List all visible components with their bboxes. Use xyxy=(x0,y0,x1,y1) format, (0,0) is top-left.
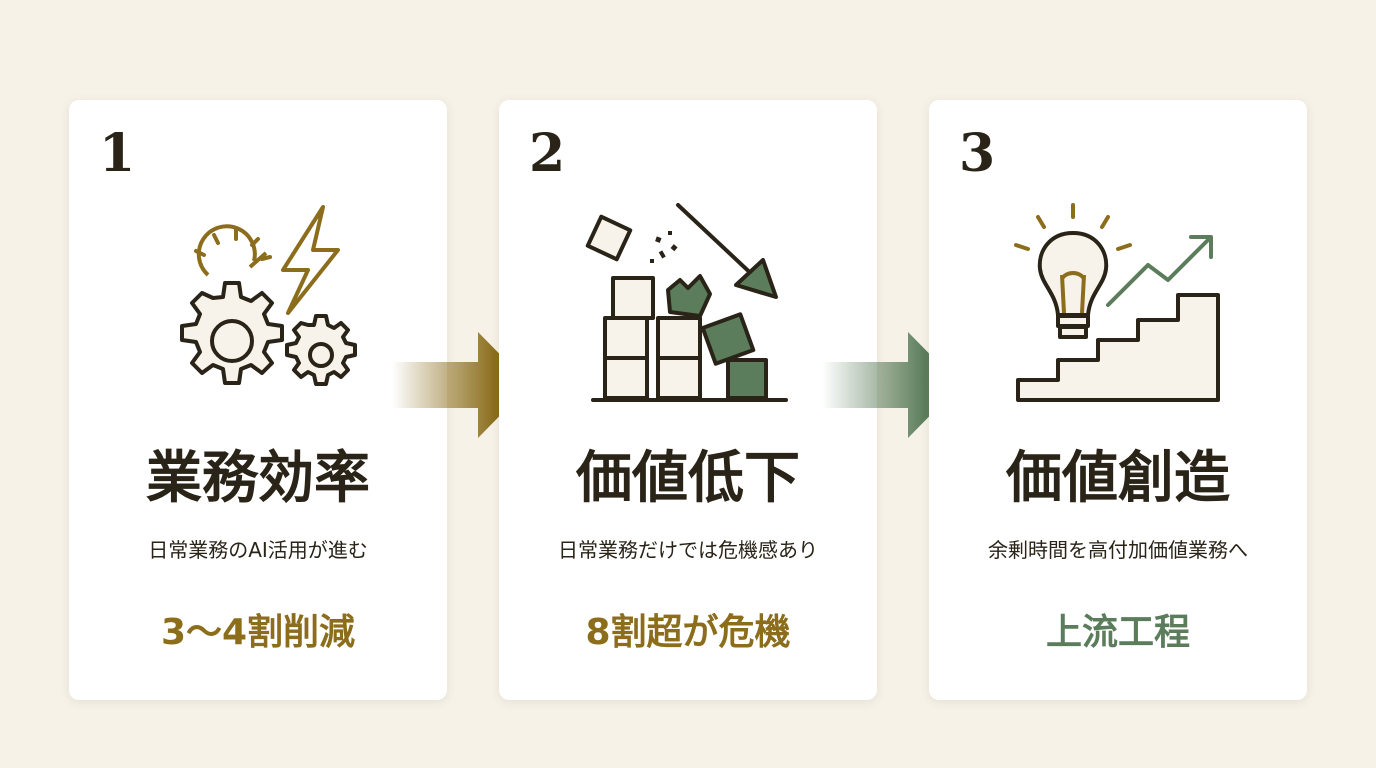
step-subtitle: 日常業務だけでは危機感あり xyxy=(558,538,818,562)
flow-arrow-icon xyxy=(822,332,960,438)
step-number: 3 xyxy=(959,123,996,184)
gears-lightning-icon xyxy=(180,205,357,386)
step-card-3: 3 価値創造 余剰時間を高付加価値業務へ 上流工程 xyxy=(929,100,1307,700)
step-number: 2 xyxy=(529,123,566,184)
step-number: 1 xyxy=(99,123,136,184)
step-subtitle: 余剰時間を高付加価値業務へ xyxy=(988,538,1248,562)
step-card-1: 1 業務効率 日常業務のAI活用が進む 3〜4割削減 xyxy=(69,100,447,700)
step-title: 価値低下 xyxy=(576,445,800,511)
step-card-2: 2 価値低下 日常業務だけでは危機感あり 8割超が危機 xyxy=(499,100,877,700)
flow-arrow-icon xyxy=(392,332,530,438)
step-highlight: 上流工程 xyxy=(1045,612,1190,653)
lightbulb-stairs-icon xyxy=(1014,203,1220,402)
falling-blocks-icon xyxy=(585,203,788,402)
step-highlight: 8割超が危機 xyxy=(585,612,791,653)
step-title: 業務効率 xyxy=(146,445,370,511)
step-subtitle: 日常業務のAI活用が進む xyxy=(148,538,368,562)
step-title: 価値創造 xyxy=(1006,445,1230,511)
step-highlight: 3〜4割削減 xyxy=(160,612,356,653)
